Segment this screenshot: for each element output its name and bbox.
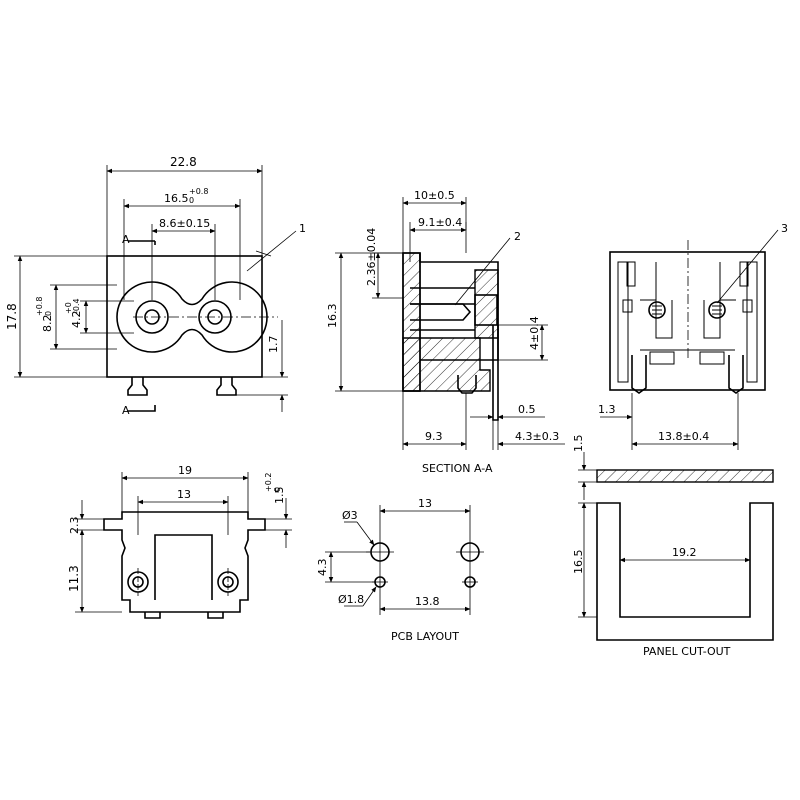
dim-inner-width-label: 16.5	[164, 192, 189, 205]
dim-bottom-top-label: 2.3	[68, 517, 81, 535]
front-view: A A 22.8 16.5 +0.8 0 8.6±0.15 17.8 8.2 +…	[5, 155, 306, 417]
pcb-layout: 13 13.8 4.3 Ø3 Ø1.8 PCB LAYOUT	[316, 497, 484, 643]
dim-pin-thk-label: 0.5	[518, 403, 536, 416]
section-mark-bottom	[128, 405, 156, 412]
svg-text:+0: +0	[64, 302, 73, 314]
dim-pin-spacing-label: 8.6±0.15	[159, 217, 210, 230]
front-corner-mark	[255, 250, 272, 257]
dim-offset-label: 9.3	[425, 430, 443, 443]
front-tab-right	[216, 377, 237, 396]
dim-span-label: 13.8±0.4	[658, 430, 709, 443]
section-pin	[492, 325, 499, 421]
dim-pcb-vertical-label: 4.3	[316, 559, 329, 577]
callout-2: 2	[514, 230, 521, 243]
svg-text:-0.4: -0.4	[72, 298, 81, 314]
dim-pcb-bottom-label: 13.8	[415, 595, 440, 608]
section-letter-bottom: A	[122, 404, 130, 417]
section-contact	[410, 303, 472, 321]
svg-text:+0.2: +0.2	[264, 473, 273, 492]
dim-pin-len-label: 4±0.4	[528, 316, 541, 350]
side-housing	[609, 251, 766, 391]
section-letter-top: A	[122, 233, 130, 246]
dim-bottom-height-label: 11.3	[67, 565, 81, 592]
panel-cutout-outline	[596, 502, 774, 641]
dim-pin-zone-label: 4.2	[70, 311, 83, 329]
dim-overall-width-label: 22.8	[170, 155, 197, 169]
dim-bottom-offset-label: 1.7	[267, 336, 280, 354]
dim-cavity-height-label: 8.2	[41, 315, 54, 333]
callout-3: 3	[781, 222, 788, 235]
dim-flange-label: 1.5	[273, 487, 286, 505]
dim-panel-width-label: 19.2	[672, 546, 697, 559]
front-tab-left	[127, 377, 148, 396]
svg-text:0: 0	[44, 311, 53, 316]
dim-pcb-large-hole-label: Ø3	[342, 509, 358, 522]
bottom-outline	[103, 511, 266, 613]
side-left-hole	[648, 301, 666, 319]
panel-caption: PANEL CUT-OUT	[643, 645, 731, 658]
dim-depth-label: 10±0.5	[414, 189, 455, 202]
dim-bottom-inner-label: 13	[177, 488, 191, 501]
bottom-view: 19 13 2.3 11.3 1.5 +0.2 0	[67, 464, 292, 619]
dim-panel-height-label: 16.5	[572, 550, 585, 575]
dim-pin-pos-label: 4.3±0.3	[515, 430, 559, 443]
side-view: 1.3 13.8±0.4 3	[598, 222, 788, 450]
svg-text:0: 0	[189, 196, 194, 205]
panel-cutout: 1.5 16.5 19.2 PANEL CUT-OUT	[572, 435, 774, 658]
front-housing	[106, 255, 263, 378]
dim-overall-height-label: 17.8	[5, 303, 19, 330]
pcb-caption: PCB LAYOUT	[391, 630, 459, 643]
callout-1: 1	[299, 222, 306, 235]
dim-depth-inner-label: 9.1±0.4	[418, 216, 462, 229]
dim-pcb-top-label: 13	[418, 497, 432, 510]
section-caption: SECTION A-A	[422, 462, 493, 475]
panel-plate	[596, 469, 774, 483]
dim-ear-label: 1.3	[598, 403, 616, 416]
svg-text:0: 0	[273, 487, 282, 492]
dim-pcb-small-hole-label: Ø1.8	[338, 593, 364, 606]
dim-bottom-width-label: 19	[178, 464, 192, 477]
side-right-hole	[708, 301, 726, 319]
svg-text:+0.8: +0.8	[189, 187, 208, 196]
dim-height-label: 16.3	[326, 304, 339, 329]
svg-text:+0.8: +0.8	[35, 297, 44, 316]
section-view: 10±0.5 9.1±0.4 2.36±0.04 16.3 4±0.4 0.5 …	[326, 189, 565, 475]
dim-panel-thk-label: 1.5	[572, 435, 585, 453]
section-peg	[457, 375, 477, 394]
dim-wall-label: 2.36±0.04	[365, 228, 378, 286]
front-cavity	[116, 281, 268, 353]
